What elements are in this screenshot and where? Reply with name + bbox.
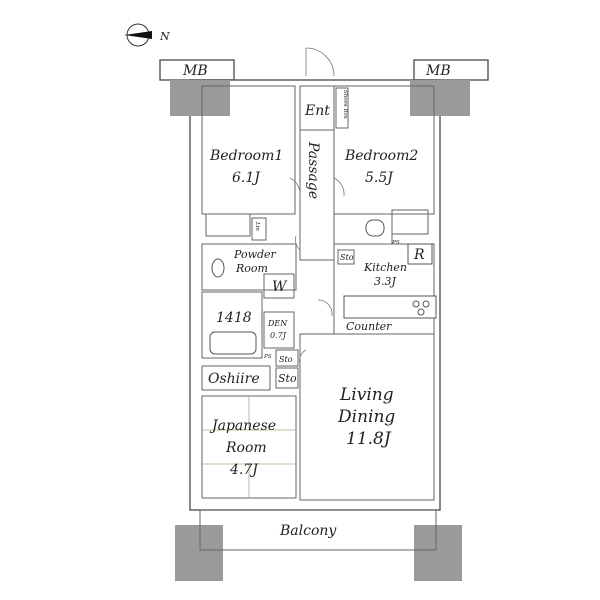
shoes-box-label: Shoes Box: [342, 90, 348, 120]
toilet-icon: [365, 219, 385, 237]
mb-left-label: MB: [182, 63, 208, 79]
door-swings: [289, 47, 345, 365]
kitchen-size: 3.3J: [374, 275, 396, 288]
balcony-label: Balcony: [279, 523, 337, 539]
counter-label: Counter: [346, 320, 392, 333]
ps-label-2: PS: [263, 354, 272, 360]
den-size: 0.7J: [270, 331, 287, 340]
column-top-right: [410, 80, 470, 116]
washer-space: [263, 273, 295, 299]
living-size: 11.8J: [346, 429, 392, 449]
living-label-1: Living: [339, 385, 394, 405]
storage-2-label: Sto: [278, 372, 297, 385]
refrigerator-label: R: [413, 247, 425, 263]
bedroom2-size: 5.5J: [365, 170, 394, 186]
powder-room-label-1: Powder: [233, 248, 277, 261]
oshiire-label: Oshiire: [208, 371, 260, 387]
washer-label: W: [272, 279, 288, 295]
bath-area: [201, 291, 263, 359]
powder-room-label-2: Room: [235, 262, 268, 275]
powder-room-area: [201, 243, 297, 291]
tatami-lines: [202, 396, 296, 498]
den-name: DEN: [267, 319, 288, 328]
linen-label: Lin: [254, 221, 260, 231]
north-compass-icon: N: [124, 23, 170, 47]
japanese-label-1: Japanese: [209, 418, 276, 434]
kitchen-counter-unit: [343, 295, 437, 319]
den-area: [263, 311, 295, 349]
kitchen-name: Kitchen: [363, 261, 407, 274]
shoes-box: [335, 87, 349, 129]
kitchen-storage-label: Sto: [340, 253, 354, 262]
bedroom1-closet: [205, 213, 251, 237]
storage-1-label: Sto: [279, 355, 293, 364]
bedroom1-size: 6.1J: [232, 170, 261, 186]
sink-icon: [211, 258, 225, 278]
japanese-size: 4.7J: [229, 462, 259, 478]
column-top-left: [170, 80, 230, 116]
living-label-2: Dining: [337, 407, 395, 427]
oshiire-area: [201, 365, 271, 391]
japanese-label-2: Room: [225, 440, 267, 456]
bathtub-icon: [209, 331, 257, 355]
storage-1: [275, 349, 299, 367]
column-bottom-right: [414, 525, 462, 581]
passage-label: Passage: [305, 141, 321, 199]
outer-wall: [189, 79, 441, 511]
bedroom1-name: Bedroom1: [209, 148, 283, 164]
balcony-area: [199, 509, 437, 551]
bedroom2-name: Bedroom2: [344, 148, 418, 164]
column-bottom-left: [175, 525, 223, 581]
bath-label: 1418: [216, 310, 252, 326]
living-dining-area: [299, 333, 435, 501]
storage-2: [275, 367, 299, 389]
entrance-label: Ent: [304, 103, 330, 119]
compass-label: N: [159, 30, 170, 43]
stove-icon: [412, 300, 430, 316]
linen-closet: [251, 217, 267, 241]
mb-right-label: MB: [425, 63, 451, 79]
ps-label-1: PS: [391, 240, 400, 246]
kitchen-storage: [337, 249, 355, 265]
refrigerator-space: [407, 243, 433, 265]
